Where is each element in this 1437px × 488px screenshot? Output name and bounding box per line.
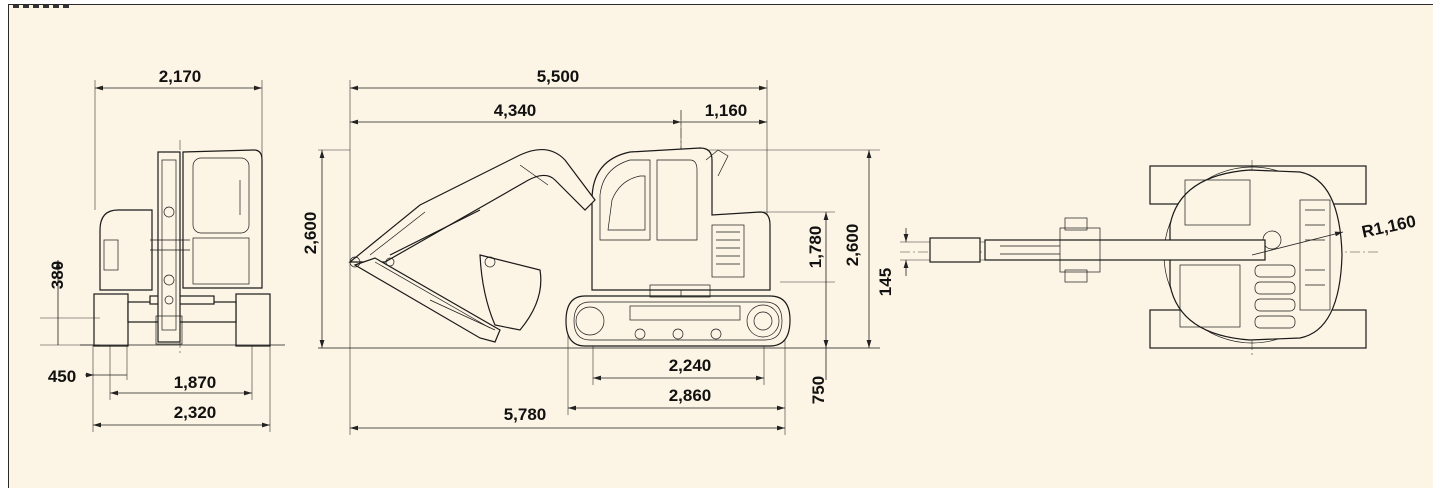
dim-top-145: 145 [876, 268, 895, 296]
dim-side-2600-right: 2,600 [843, 224, 862, 267]
dim-side-2600-left: 2,600 [301, 212, 320, 255]
dim-side-2240: 2,240 [669, 356, 712, 375]
dim-side-4340: 4,340 [494, 101, 537, 120]
top-view: 145 R1,160 [876, 160, 1418, 355]
sheet-header-marks [9, 5, 309, 9]
side-view: 5,500 4,340 1,160 2,600 1,780 2,600 750 … [301, 67, 880, 435]
dim-side-5780: 5,780 [504, 405, 547, 424]
dim-front-380: 380 [48, 261, 67, 289]
dim-front-width-2170: 2,170 [159, 67, 202, 86]
dim-side-1160: 1,160 [705, 101, 748, 120]
dim-side-2860: 2,860 [669, 386, 712, 405]
dim-side-5500: 5,500 [537, 67, 580, 86]
dim-front-450: 450 [48, 367, 76, 386]
dim-front-2320: 2,320 [174, 403, 217, 422]
dim-top-r1160: R1,160 [1360, 212, 1418, 242]
dim-side-750: 750 [809, 376, 828, 404]
dim-front-1870: 1,870 [174, 373, 217, 392]
dim-side-1780: 1,780 [806, 226, 825, 269]
front-view: 2,170 380 450 1,870 2,320 [40, 67, 285, 432]
